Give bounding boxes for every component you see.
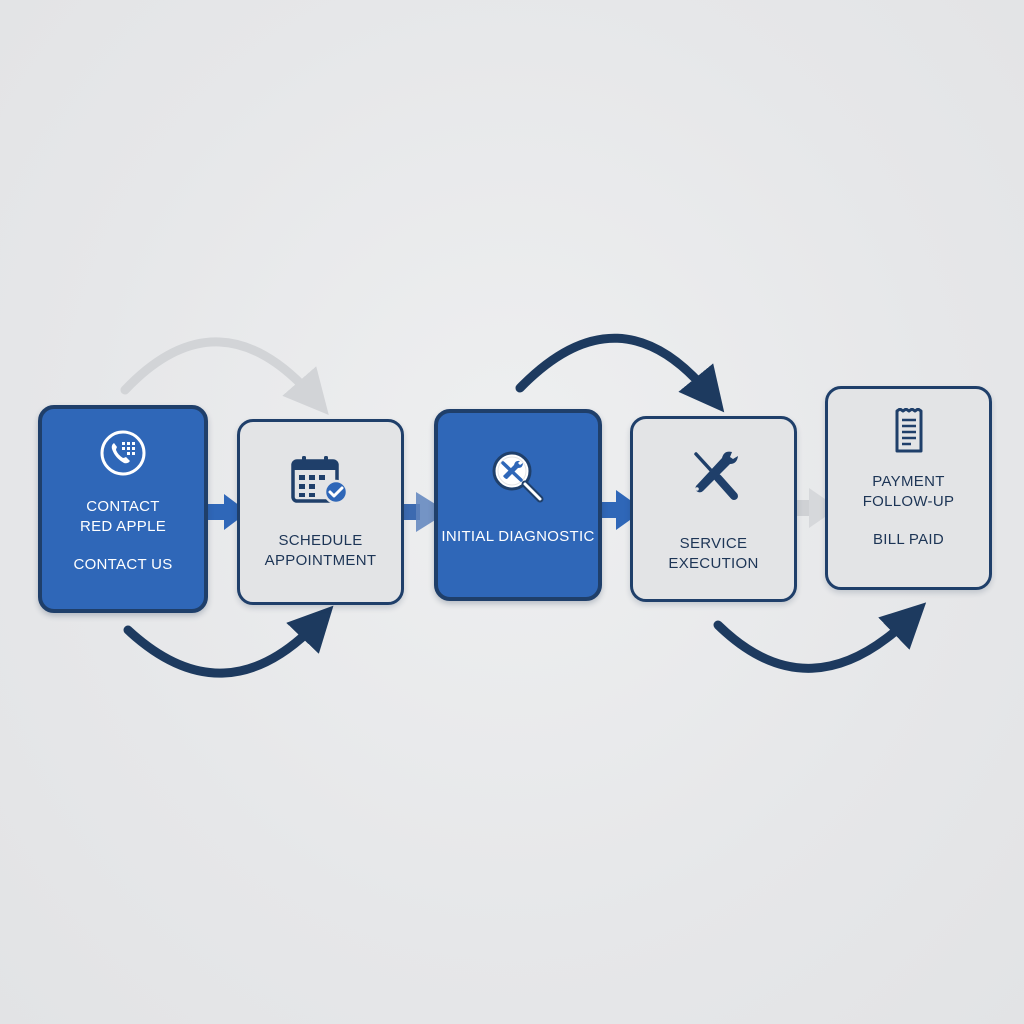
curved-arrow-bottom-2 bbox=[713, 602, 927, 673]
step-1-title-line-2: RED APPLE bbox=[79, 518, 167, 535]
step-contact-red-apple[interactable]: CONTACT RED APPLE CONTACT US bbox=[38, 405, 208, 613]
step-payment-follow-up[interactable]: PAYMENT FOLLOW-UP BILL PAID bbox=[825, 386, 992, 590]
step-1-title-line-1: CONTACT bbox=[86, 498, 160, 515]
straight-arrow-4-5 bbox=[795, 488, 838, 528]
phone-dialpad-icon bbox=[100, 430, 146, 476]
straight-arrow-2-3 bbox=[402, 492, 448, 532]
curved-arrow-top-1 bbox=[120, 337, 329, 415]
straight-arrow-1-2 bbox=[206, 494, 248, 530]
receipt-icon bbox=[895, 408, 922, 453]
step-5-subtitle: BILL PAID bbox=[872, 531, 945, 548]
step-2-title-line-2: APPOINTMENT bbox=[264, 552, 377, 569]
step-initial-diagnostic[interactable]: INITIAL DIAGNOSTIC bbox=[434, 409, 602, 601]
step-1-subtitle: CONTACT US bbox=[73, 556, 173, 573]
step-5-title-line-1: PAYMENT bbox=[872, 473, 945, 490]
crossed-tools-icon bbox=[693, 451, 738, 500]
curved-arrow-bottom-1 bbox=[123, 605, 334, 678]
step-4-title-line-1: SERVICE bbox=[679, 535, 748, 552]
curved-arrow-top-2 bbox=[515, 333, 725, 413]
step-service-execution[interactable]: SERVICE EXECUTION bbox=[630, 416, 797, 602]
step-2-title-line-1: SCHEDULE bbox=[278, 532, 363, 549]
step-schedule-appointment[interactable]: SCHEDULE APPOINTMENT bbox=[237, 419, 404, 605]
step-3-title: INITIAL DIAGNOSTIC bbox=[441, 528, 595, 545]
step-5-title-line-2: FOLLOW-UP bbox=[862, 493, 955, 510]
step-4-title-line-2: EXECUTION bbox=[668, 555, 759, 572]
magnifier-wrench-icon bbox=[492, 451, 544, 503]
calendar-check-icon bbox=[290, 456, 348, 505]
